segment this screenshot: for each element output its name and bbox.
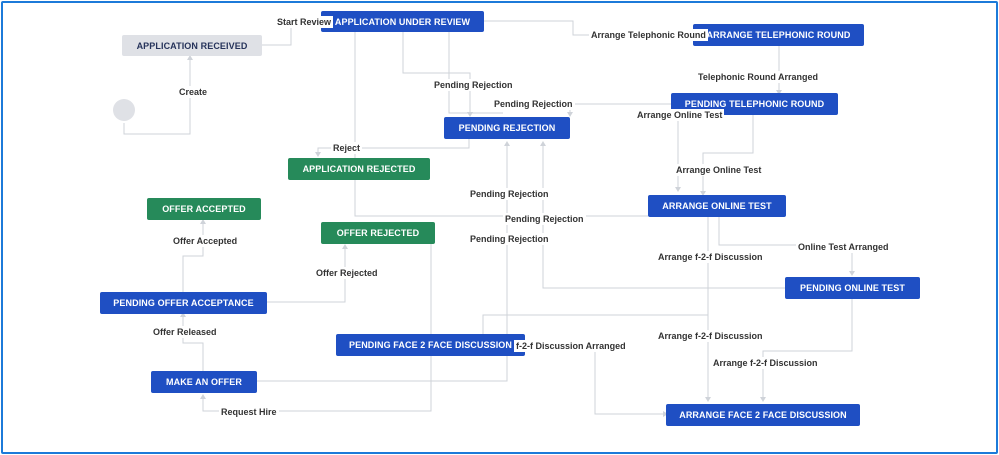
- transition-arrange-online-test-2[interactable]: Arrange Online Test: [674, 164, 764, 176]
- status-offer-accepted[interactable]: OFFER ACCEPTED: [147, 198, 261, 220]
- transition-pending-rejection-3[interactable]: Pending Rejection: [468, 188, 551, 200]
- transition-arrange-online-test-1[interactable]: Arrange Online Test: [635, 109, 725, 121]
- connector-pending-f2f-up: [482, 314, 708, 334]
- transition-f2f-arranged[interactable]: f-2-f Discussion Arranged: [514, 340, 628, 352]
- status-application-rejected[interactable]: APPLICATION REJECTED: [288, 158, 430, 180]
- arrowhead: [663, 411, 668, 417]
- connector-online-f2f-2: [762, 299, 853, 401]
- status-application-received[interactable]: APPLICATION RECEIVED: [122, 35, 262, 56]
- arrowhead: [849, 271, 855, 276]
- arrowhead: [675, 187, 681, 192]
- arrowhead: [200, 219, 206, 224]
- transition-offer-rejected[interactable]: Offer Rejected: [314, 267, 380, 279]
- transition-online-test-arranged[interactable]: Online Test Arranged: [796, 241, 891, 253]
- connector-request-hire: [202, 235, 432, 412]
- transition-reject[interactable]: Reject: [331, 142, 363, 154]
- arrowhead: [504, 141, 510, 146]
- arrowhead: [342, 244, 348, 249]
- status-arrange-telephonic-round[interactable]: ARRANGE TELEPHONIC ROUND: [693, 24, 864, 46]
- status-pending-offer-acceptance[interactable]: PENDING OFFER ACCEPTANCE: [100, 292, 267, 314]
- transition-telephonic-round-arranged[interactable]: Telephonic Round Arranged: [696, 71, 821, 83]
- status-offer-rejected[interactable]: OFFER REJECTED: [321, 222, 435, 244]
- status-application-under-review[interactable]: APPLICATION UNDER REVIEW: [321, 11, 484, 32]
- transition-arrange-telephonic-round[interactable]: Arrange Telephonic Round: [589, 29, 708, 41]
- arrowhead: [567, 112, 573, 117]
- arrowhead: [180, 312, 186, 317]
- arrowhead: [776, 90, 782, 95]
- connector-review-pending-rejection-2: [448, 32, 503, 114]
- transition-offer-released[interactable]: Offer Released: [151, 326, 219, 338]
- connector-review-pending-rejection: [402, 32, 471, 116]
- transition-pending-rejection-2[interactable]: Pending Rejection: [492, 98, 575, 110]
- arrowhead: [467, 112, 473, 117]
- arrowhead: [705, 397, 711, 402]
- transition-start-review[interactable]: Start Review: [275, 16, 334, 28]
- transition-offer-accepted[interactable]: Offer Accepted: [171, 235, 240, 247]
- status-pending-online-test[interactable]: PENDING ONLINE TEST: [785, 277, 920, 299]
- connector-telephonic-online-test: [702, 115, 754, 195]
- connector-offer-accepted: [182, 221, 204, 292]
- transition-request-hire[interactable]: Request Hire: [219, 406, 279, 418]
- status-make-an-offer[interactable]: MAKE AN OFFER: [151, 371, 257, 393]
- connector-pending-f2f-arranged: [523, 344, 666, 415]
- status-arrange-online-test[interactable]: ARRANGE ONLINE TEST: [648, 195, 786, 217]
- connector-offer-released: [182, 314, 204, 371]
- transition-arrange-f2f-2[interactable]: Arrange f-2-f Discussion: [656, 330, 765, 342]
- arrowhead: [187, 55, 193, 60]
- transition-arrange-f2f-1[interactable]: Arrange f-2-f Discussion: [656, 251, 765, 263]
- status-pending-rejection[interactable]: PENDING REJECTION: [444, 117, 570, 139]
- transition-arrange-f2f-3[interactable]: Arrange f-2-f Discussion: [711, 357, 820, 369]
- arrowhead: [700, 191, 706, 196]
- connector-offer-rejected: [267, 246, 346, 303]
- status-arrange-face-2-face-discussion[interactable]: ARRANGE FACE 2 FACE DISCUSSION: [666, 404, 860, 426]
- transition-pending-rejection-4[interactable]: Pending Rejection: [503, 213, 586, 225]
- status-pending-face-2-face-discussion[interactable]: PENDING FACE 2 FACE DISCUSSION: [336, 334, 525, 356]
- arrowhead: [540, 141, 546, 146]
- transition-pending-rejection-5[interactable]: Pending Rejection: [468, 233, 551, 245]
- transition-pending-rejection-1[interactable]: Pending Rejection: [432, 79, 515, 91]
- workflow-canvas: APPLICATION RECEIVED APPLICATION UNDER R…: [3, 3, 996, 452]
- arrowhead: [760, 397, 766, 402]
- arrowhead: [200, 394, 206, 399]
- start-node[interactable]: [113, 99, 135, 121]
- connector-online-test-arranged: [718, 216, 853, 275]
- arrowhead: [315, 152, 321, 157]
- transition-create[interactable]: Create: [177, 86, 210, 98]
